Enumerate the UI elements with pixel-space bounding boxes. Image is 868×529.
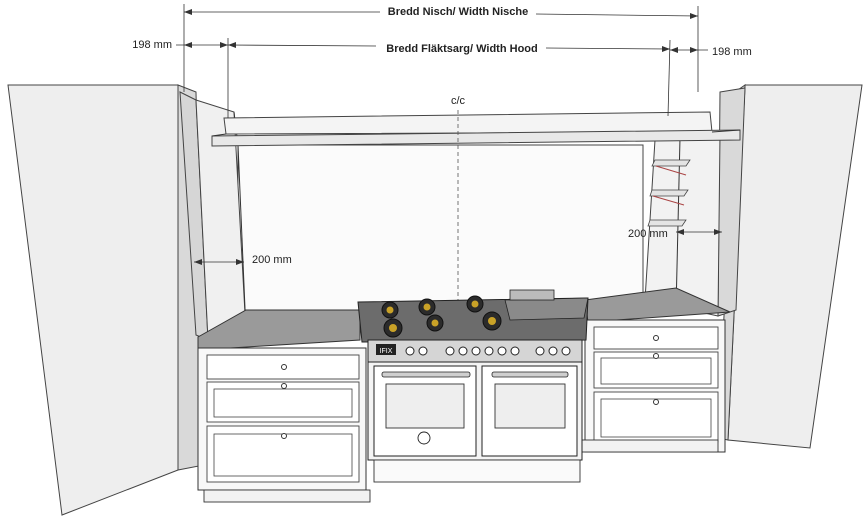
knob-icon[interactable] bbox=[510, 346, 520, 356]
knob-icon[interactable] bbox=[548, 346, 558, 356]
hood-width-label: Bredd Fläktsarg/ Width Hood bbox=[386, 43, 537, 55]
oven-handle-icon[interactable] bbox=[381, 371, 471, 378]
side-right-label: 198 mm bbox=[712, 46, 752, 58]
center-label: c/c bbox=[451, 95, 466, 107]
left-side-wall bbox=[7, 84, 205, 516]
pillar-left-label: 200 mm bbox=[252, 254, 292, 266]
drawer-knob-icon[interactable] bbox=[653, 335, 659, 341]
pillar-left-dimension bbox=[194, 259, 244, 265]
hood-mantel bbox=[211, 111, 741, 147]
knob-icon[interactable] bbox=[535, 346, 545, 356]
knob-icon[interactable] bbox=[497, 346, 507, 356]
hood-width-dimension bbox=[227, 38, 671, 118]
knob-icon[interactable] bbox=[445, 346, 455, 356]
brand-logo-icon bbox=[417, 431, 431, 445]
control-knobs bbox=[405, 346, 571, 356]
drawer-knob-icon[interactable] bbox=[281, 364, 287, 370]
knob-icon[interactable] bbox=[405, 346, 415, 356]
drawer-knob-icon[interactable] bbox=[653, 399, 659, 405]
niche-width-label: Bredd Nisch/ Width Nische bbox=[388, 6, 528, 18]
knob-icon[interactable] bbox=[484, 346, 494, 356]
side-right-dimension bbox=[670, 47, 708, 53]
knob-icon[interactable] bbox=[418, 346, 428, 356]
brand-badge-label: IFIX bbox=[380, 348, 393, 355]
brand-badge bbox=[376, 344, 396, 355]
drawer-knob-icon[interactable] bbox=[281, 433, 287, 439]
back-wall bbox=[237, 144, 644, 311]
knob-icon[interactable] bbox=[458, 346, 468, 356]
right-cabinet bbox=[581, 319, 726, 453]
pillar-right-label: 200 mm bbox=[628, 228, 668, 240]
range-cooker bbox=[357, 289, 589, 483]
oven-handle-icon[interactable] bbox=[491, 371, 569, 378]
left-cabinet bbox=[197, 347, 371, 503]
right-shelves bbox=[647, 159, 691, 227]
side-left-dimension bbox=[176, 42, 228, 48]
drawer-knob-icon[interactable] bbox=[653, 353, 659, 359]
pillar-right-dimension bbox=[676, 229, 722, 235]
knob-icon[interactable] bbox=[561, 346, 571, 356]
burners bbox=[381, 295, 502, 338]
side-left-label: 198 mm bbox=[132, 39, 172, 51]
niche-width-dimension bbox=[183, 4, 699, 92]
drawer-knob-icon[interactable] bbox=[281, 383, 287, 389]
knob-icon[interactable] bbox=[471, 346, 481, 356]
